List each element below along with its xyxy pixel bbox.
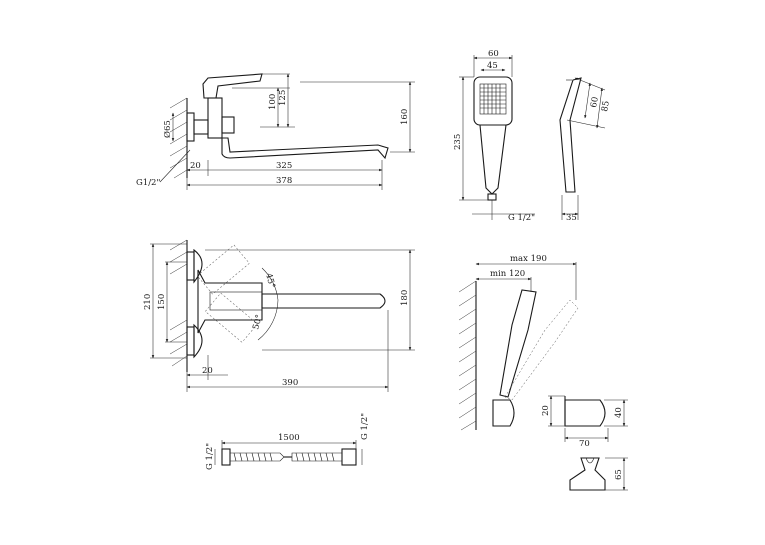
holder-detail-view: 20 40 70 65 — [541, 395, 628, 491]
thread-g12-hose-left: G 1/2" — [205, 443, 215, 470]
thread-g12-hose-right: G 1/2" — [360, 413, 370, 440]
holder-base — [492, 399, 515, 427]
dim-85: 85 — [600, 100, 612, 112]
wall-hatch-top — [169, 239, 188, 372]
dim-100: 100 — [268, 94, 278, 110]
dim-d65: Ø65 — [162, 120, 173, 138]
hose-body-right — [291, 452, 343, 462]
dim-40-holder: 40 — [614, 407, 624, 418]
spout — [221, 137, 389, 160]
hose-nut-right — [341, 448, 357, 466]
holder-front — [569, 457, 606, 491]
dim-235: 235 — [453, 134, 463, 150]
hose-view: 1500 G 1/2" G 1/2" — [205, 413, 370, 470]
dim-60-side: 60 — [589, 96, 601, 108]
handle-pos-50 — [204, 292, 258, 343]
dim-20-top: 20 — [202, 366, 213, 376]
mixer-body-top — [197, 269, 263, 334]
lever-handle — [202, 73, 263, 99]
dim-min-120: min 120 — [490, 269, 525, 279]
angle-50: 50° — [251, 314, 265, 331]
dim-max-190: max 190 — [510, 254, 547, 264]
wall-hatch-holder — [458, 280, 477, 431]
dim-378: 378 — [276, 176, 292, 186]
dim-65: 65 — [614, 469, 624, 480]
dim-45: 45 — [487, 61, 498, 71]
holder-range-view: max 190 min 120 — [458, 254, 579, 431]
shower-side-profile — [559, 77, 582, 193]
dim-70: 70 — [579, 439, 590, 449]
nozzle-grid — [479, 83, 507, 115]
top-view: 45° 50° 210 150 180 20 390 — [143, 239, 415, 392]
handshower-side-view: 60 85 35 — [559, 77, 612, 223]
dim-160: 160 — [400, 109, 410, 125]
eccentric-upper — [186, 251, 195, 281]
angle-45: 45° — [263, 272, 277, 289]
dim-1500: 1500 — [278, 433, 300, 443]
shower-head-front — [473, 76, 513, 126]
nut — [221, 116, 235, 134]
dim-20-side: 20 — [190, 161, 201, 171]
shower-max-pos — [504, 299, 579, 401]
thread-g12-front: G 1/2" — [508, 213, 535, 223]
flange-lower — [193, 323, 203, 359]
dim-60-front: 60 — [488, 49, 499, 59]
hose-nut-left — [221, 448, 231, 466]
dim-35: 35 — [566, 213, 577, 223]
connector — [193, 119, 209, 135]
side-view: 100 125 160 Ø65 20 325 378 G1/2" — [136, 73, 415, 190]
handshower-front-view: 60 45 235 G 1/2" — [453, 49, 535, 223]
hose-body-left — [229, 452, 285, 462]
thread-g12-side: G1/2" — [136, 178, 160, 188]
dim-390: 390 — [282, 378, 298, 388]
dim-20-holder: 20 — [541, 405, 551, 416]
spout-top — [261, 293, 386, 309]
dim-180: 180 — [400, 290, 410, 306]
dim-150: 150 — [157, 294, 167, 310]
dim-325: 325 — [276, 161, 292, 171]
shower-connector-front — [487, 193, 497, 201]
shower-min-pos — [499, 289, 537, 398]
handle-pos-45 — [196, 244, 250, 295]
wall-flange — [186, 112, 195, 142]
flange-upper — [193, 248, 203, 284]
mixer-body — [207, 97, 223, 139]
shower-handle-front — [479, 124, 507, 195]
dim-125: 125 — [278, 90, 288, 106]
dim-210: 210 — [143, 294, 153, 310]
eccentric-lower — [186, 326, 195, 356]
holder-side — [564, 399, 606, 427]
